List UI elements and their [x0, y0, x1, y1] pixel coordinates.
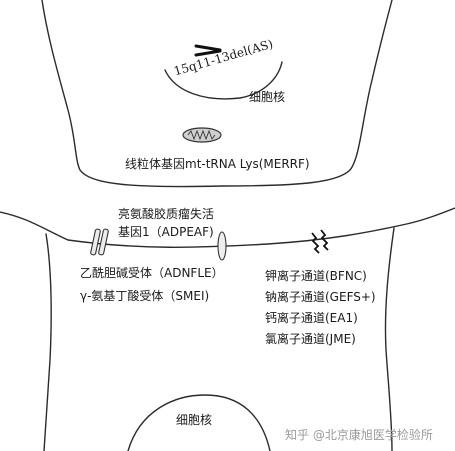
smei-label: γ-氨基丁酸受体（SMEI)	[80, 289, 210, 303]
channel-pore-icon	[217, 231, 227, 261]
ion-channel-zigzag-icon	[311, 229, 329, 254]
receptor-channel-icon	[90, 228, 109, 256]
nucleus-label-bottom: 细胞核	[176, 413, 213, 427]
postsynaptic-membrane	[0, 207, 455, 248]
channel-cl-label: 氯离子通道(JME)	[265, 332, 356, 346]
nucleus-arc-bottom	[127, 394, 271, 451]
mito-gene-label: 线粒体基因mt-tRNA Lys(MERRF)	[125, 157, 310, 171]
adnfle-label: 乙酰胆碱受体（ADNFLE）	[80, 266, 224, 280]
chromosome-icon	[194, 44, 222, 57]
adpeaf-label-line2: 基因1（ADPEAF)	[118, 225, 214, 239]
watermark: 知乎 @北京康旭医学检验所	[285, 428, 433, 442]
mitochondrion-icon	[182, 127, 222, 143]
postsynaptic-right-wall	[384, 227, 395, 451]
postsynaptic-left-wall	[43, 233, 52, 451]
channel-na-label: 钠离子通道(GEFS+)	[265, 290, 376, 304]
nucleus-arc-top	[164, 61, 283, 100]
channel-k-label: 钾离子通道(BFNC)	[265, 269, 367, 283]
nucleus-label-top: 细胞核	[249, 90, 286, 104]
channel-ca-label: 钙离子通道(EA1)	[265, 311, 358, 325]
presynaptic-cell-outline	[41, 0, 393, 188]
adpeaf-label-line1: 亮氨酸胶质瘤失活	[118, 207, 215, 221]
